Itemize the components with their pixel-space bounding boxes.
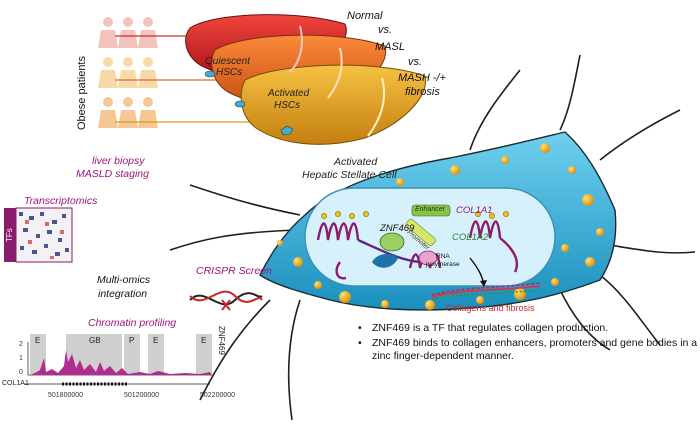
stage-vs-2: vs. bbox=[408, 56, 423, 68]
patient-row-1 bbox=[98, 17, 158, 48]
collagens-fibrosis-label: Collagens and fibrosis bbox=[446, 303, 535, 313]
liver-biopsy-label: liver biopsy bbox=[92, 155, 145, 167]
multiomics-label-2: integration bbox=[98, 288, 148, 300]
chromatin-profiling-label: Chromatin profiling bbox=[88, 317, 177, 329]
transcriptomics-heatmap bbox=[4, 207, 73, 263]
finding-1: ZNF469 is a TF that regulates collagen p… bbox=[358, 322, 698, 335]
patient-icons bbox=[98, 17, 265, 128]
y-tick-0: 0 bbox=[19, 369, 23, 376]
quiescent-hsc-label-2: HSCs bbox=[216, 67, 243, 78]
region-e-2: E bbox=[153, 336, 159, 345]
region-e-1: E bbox=[35, 336, 41, 345]
tail-blob bbox=[372, 253, 398, 268]
x-tick-3: 502200000 bbox=[200, 392, 236, 399]
activated-hsc-label-2: HSCs bbox=[274, 100, 301, 111]
znf469-track-label: ZNF469 bbox=[217, 326, 226, 355]
stage-fibrosis: fibrosis bbox=[405, 86, 440, 98]
hsc-icons bbox=[204, 70, 294, 136]
enhancer-tag bbox=[411, 204, 451, 217]
finding-2: ZNF469 binds to collagen enhancers, prom… bbox=[358, 337, 698, 363]
stage-masl: MASL bbox=[375, 41, 405, 53]
cell-title-2: Hepatic Stellate Cell bbox=[302, 169, 397, 181]
gene-col1a2-label: COL1A2 bbox=[452, 232, 489, 243]
liver-stack bbox=[185, 14, 427, 145]
findings-list: ZNF469 is a TF that regulates collagen p… bbox=[358, 322, 698, 365]
crispr-screen-label: CRISPR Screen bbox=[196, 265, 272, 277]
tfs-label: TFs bbox=[5, 228, 14, 242]
x-tick-2: 501200000 bbox=[124, 392, 160, 399]
rna-polymerase-label-1: RNA bbox=[436, 253, 450, 260]
transcriptomics-label: Transcriptomics bbox=[24, 195, 98, 207]
nucleosome-markers bbox=[321, 211, 509, 219]
x-tick-1: 501800000 bbox=[48, 392, 84, 399]
znf469-label: ZNF469 bbox=[380, 223, 415, 234]
multiomics-label-1: Multi-omics bbox=[97, 274, 151, 286]
patient-row-3 bbox=[98, 97, 158, 128]
region-p: P bbox=[129, 336, 135, 345]
znf469-protein bbox=[379, 232, 405, 252]
crispr-helix-icon bbox=[189, 290, 263, 311]
promoter-tag bbox=[405, 218, 436, 246]
quiescent-hsc-label-1: Quiescent bbox=[205, 56, 251, 67]
patient-row-2 bbox=[98, 57, 158, 88]
collagen-fibres bbox=[431, 282, 541, 300]
region-gb: GB bbox=[89, 336, 101, 345]
activated-hsc-label-1: Activated bbox=[268, 88, 310, 99]
y-tick-1: 1 bbox=[19, 355, 23, 362]
enhancer-label: Enhancer bbox=[415, 206, 445, 213]
rna-polymerase-label-2: polymerase bbox=[426, 261, 460, 268]
masld-staging-label: MASLD staging bbox=[76, 168, 149, 180]
gene-col1a1-label: COL1A1 bbox=[456, 205, 493, 216]
region-e-3: E bbox=[201, 336, 207, 345]
chromatin-track bbox=[24, 334, 212, 386]
gene-col1a1-track-label: COL1A1 bbox=[2, 380, 29, 387]
stage-vs-1: vs. bbox=[378, 24, 393, 36]
stage-mash: MASH -/+ bbox=[398, 72, 446, 84]
chip-signal bbox=[30, 350, 212, 375]
y-tick-2: 2 bbox=[19, 341, 23, 348]
cell-title-1: Activated bbox=[334, 156, 378, 168]
obese-patients-label: Obese patients bbox=[76, 56, 88, 130]
stage-normal: Normal bbox=[347, 10, 383, 22]
rna-polymerase bbox=[418, 250, 438, 266]
